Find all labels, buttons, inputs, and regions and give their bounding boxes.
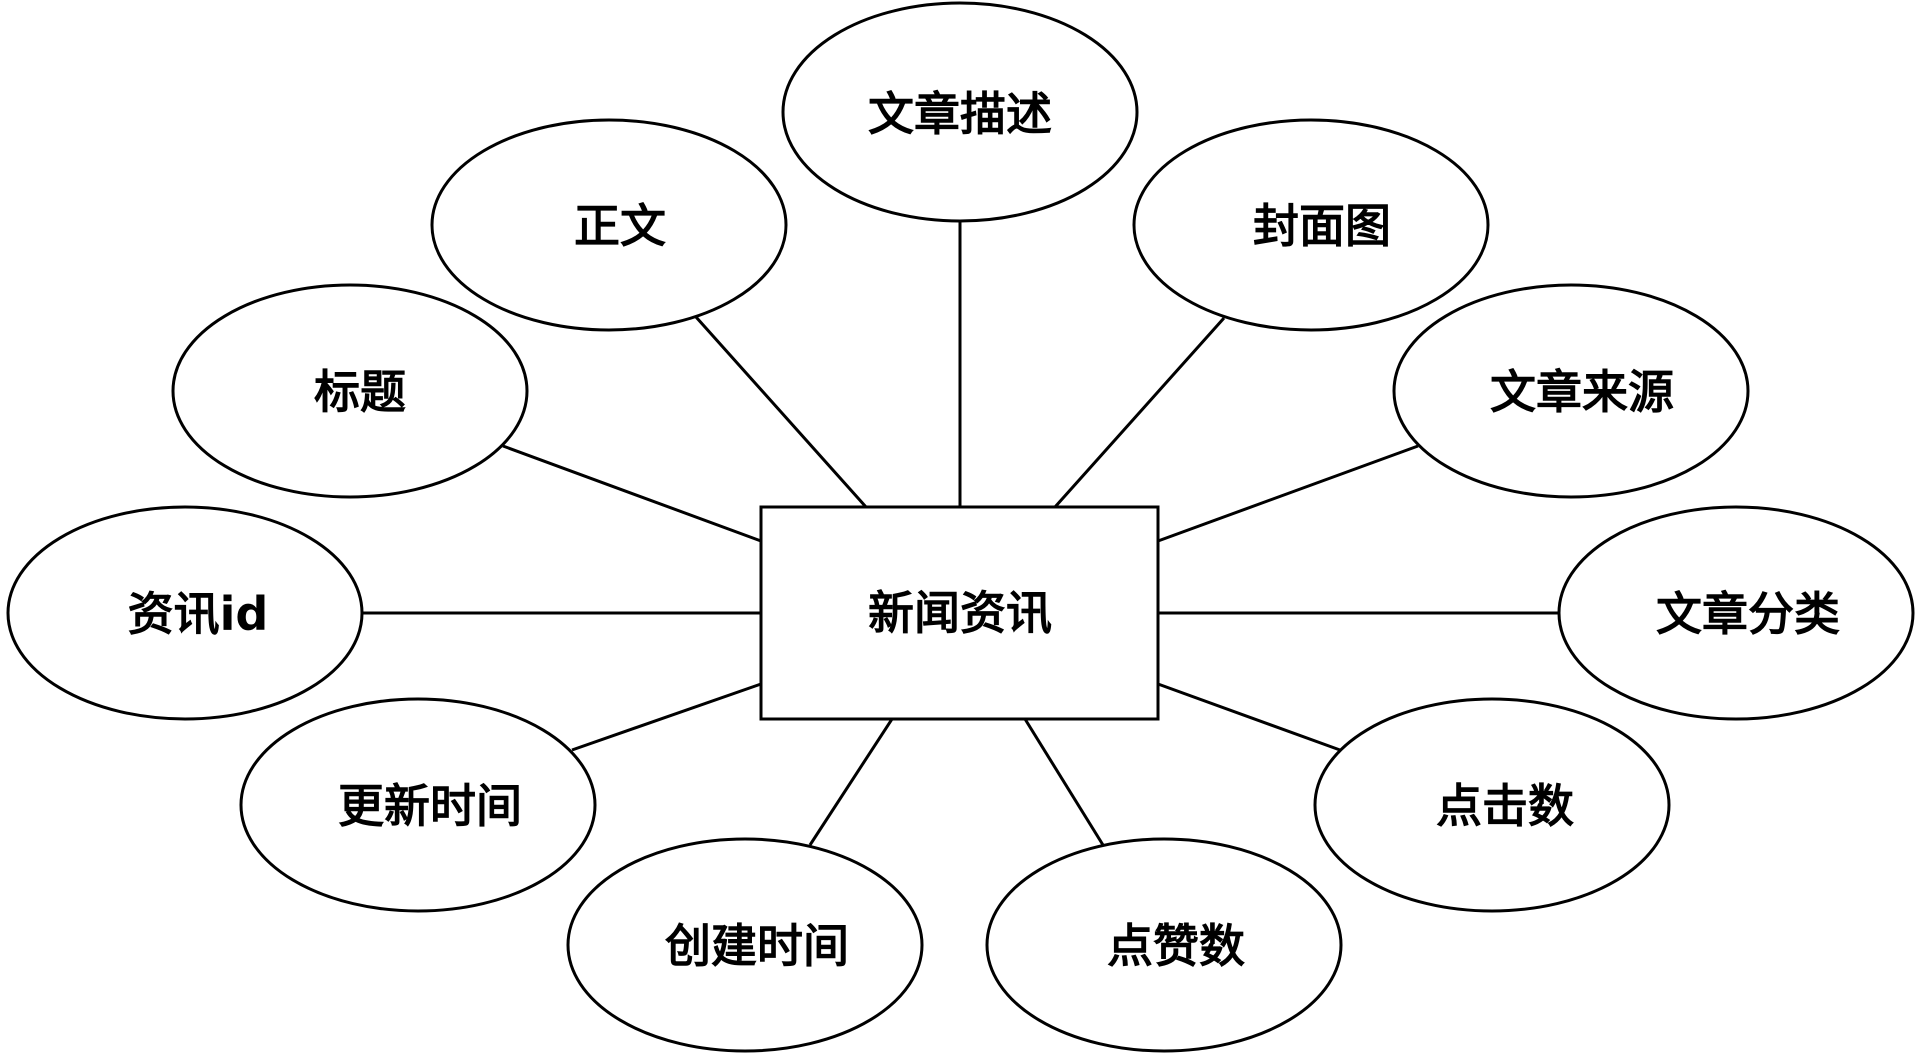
attribute-update-time: 更新时间: [239, 697, 597, 913]
attribute-likes: 点赞数: [985, 837, 1343, 1053]
attribute-ellipse: [781, 1, 1139, 223]
connectors: [362, 220, 1560, 846]
attribute-clicks: 点击数: [1313, 697, 1671, 913]
attribute-label: 封面图: [1253, 199, 1391, 253]
attribute-source: 文章来源: [1392, 283, 1750, 499]
attribute-label: 点赞数: [1107, 919, 1245, 973]
attribute-label: 点击数: [1436, 779, 1574, 833]
attribute-news-id: 资讯id: [6, 505, 364, 721]
attribute-title: 标题: [171, 283, 529, 499]
attribute-label: 文章描述: [868, 87, 1052, 141]
attribute-body: 正文: [430, 118, 788, 332]
attribute-label: 更新时间: [338, 779, 522, 833]
attribute-ellipse: [566, 837, 924, 1053]
attribute-ellipse: [1132, 118, 1490, 332]
attribute-ellipse: [430, 118, 788, 332]
attribute-label: 文章分类: [1656, 587, 1840, 641]
connector-update-time: [571, 682, 762, 752]
attribute-label: 文章来源: [1490, 365, 1674, 419]
connector-create-time: [808, 718, 894, 846]
attribute-ellipse: [171, 283, 529, 499]
attribute-description: 文章描述: [781, 1, 1139, 223]
connector-likes: [1023, 718, 1105, 846]
attribute-ellipse: [1313, 697, 1671, 913]
attribute-ellipse: [239, 697, 597, 913]
attribute-ellipse: [6, 505, 364, 721]
attribute-label: 正文: [574, 199, 666, 253]
attribute-ellipse: [985, 837, 1343, 1053]
attribute-ellipse: [1392, 283, 1750, 499]
entity-rect: [759, 505, 1160, 721]
attribute-ellipse: [1557, 505, 1915, 721]
attribute-label: 创建时间: [665, 919, 849, 973]
connector-clicks: [1157, 682, 1341, 752]
connector-title: [502, 444, 762, 543]
attribute-label: 资讯id: [128, 587, 269, 641]
attribute-create-time: 创建时间: [566, 837, 924, 1053]
attribute-category: 文章分类: [1557, 505, 1915, 721]
connector-body: [694, 315, 868, 509]
attribute-label: 标题: [314, 365, 406, 419]
connector-cover-image: [1053, 317, 1226, 508]
connector-source: [1157, 444, 1419, 543]
entity-label: 新闻资讯: [868, 586, 1052, 640]
attribute-cover-image: 封面图: [1132, 118, 1490, 332]
entity-news: 新闻资讯: [759, 505, 1160, 721]
